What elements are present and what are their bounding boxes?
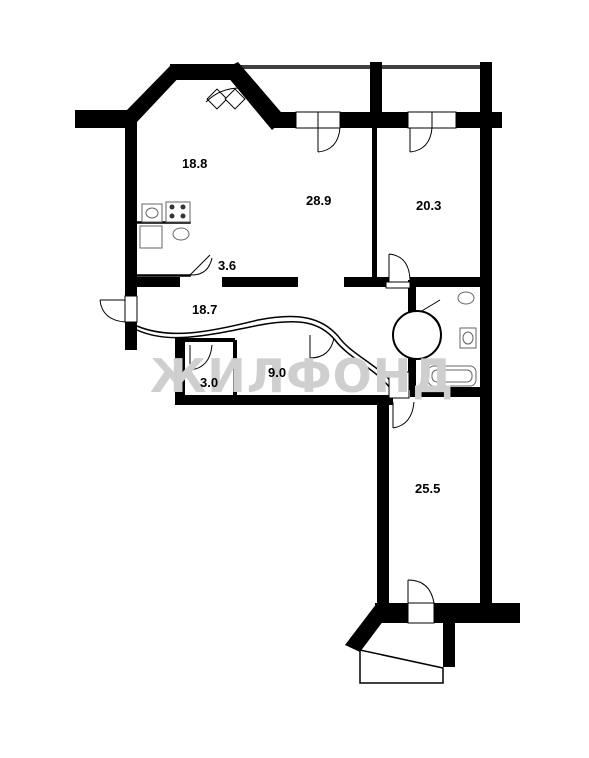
watermark: ЖИЛФОНД — [150, 349, 454, 403]
wall-bottom-bay-right — [443, 612, 455, 667]
wall-bottom-rooms — [175, 395, 393, 405]
wall-bottom-bay-left — [345, 603, 390, 652]
sink-small-icon — [172, 227, 190, 241]
door-bathroom-large — [392, 299, 442, 360]
wall-bay-top — [170, 64, 234, 80]
wall-storage-left — [175, 340, 185, 405]
area-label-living: 28.9 — [306, 193, 331, 208]
wall-balcony-right — [480, 62, 492, 117]
door-bathroom-small — [189, 254, 213, 276]
curved-partition-inner — [136, 315, 399, 391]
wall-living-bedroom — [372, 128, 377, 278]
area-label-study: 9.0 — [268, 365, 286, 380]
stove-icon — [165, 201, 191, 223]
door-bedroom-balcony — [407, 111, 457, 153]
bath-small-bottom — [134, 274, 191, 277]
door-bay-top — [205, 87, 246, 110]
wall-mid-center — [222, 277, 298, 287]
wall-balcony-divider — [370, 62, 382, 117]
area-label-bedroom: 20.3 — [416, 198, 441, 213]
washing-machine-icon — [139, 225, 163, 249]
door-long-room — [388, 371, 415, 429]
area-labels: 18.8 28.9 20.3 3.6 18.7 3.0 9.0 25.5 — [182, 156, 441, 496]
wall-mid-left — [130, 277, 180, 287]
wall-bay-left — [125, 66, 184, 122]
area-label-kitchen: 18.8 — [182, 156, 207, 171]
wall-right — [480, 112, 492, 612]
sink-large-icon — [457, 291, 475, 305]
door-bedroom — [385, 253, 411, 289]
curved-partition — [136, 321, 396, 396]
wall-mid-right — [344, 277, 389, 287]
door-living-balcony — [295, 111, 341, 153]
fixtures — [139, 201, 477, 387]
area-label-storage: 3.0 — [200, 375, 218, 390]
wall-storage-top — [175, 338, 235, 342]
wall-mid-bath — [410, 277, 485, 287]
door-storage — [189, 344, 213, 371]
doors — [99, 87, 457, 624]
wall-top-left-stub — [75, 110, 130, 128]
door-hall-entrance — [99, 295, 138, 323]
area-label-bathroom-small: 3.6 — [218, 258, 236, 273]
wall-bath-bottom — [410, 387, 485, 397]
door-study — [309, 335, 335, 359]
door-bottom-balcony — [407, 579, 435, 624]
wall-long-left — [377, 400, 389, 612]
wall-storage-study — [233, 340, 237, 400]
walls — [75, 62, 520, 684]
wall-bay-right — [222, 62, 286, 130]
balcony-rail — [233, 65, 485, 69]
area-label-long: 25.5 — [415, 481, 440, 496]
bottom-bay-outline — [359, 649, 444, 684]
area-label-hall: 18.7 — [192, 302, 217, 317]
